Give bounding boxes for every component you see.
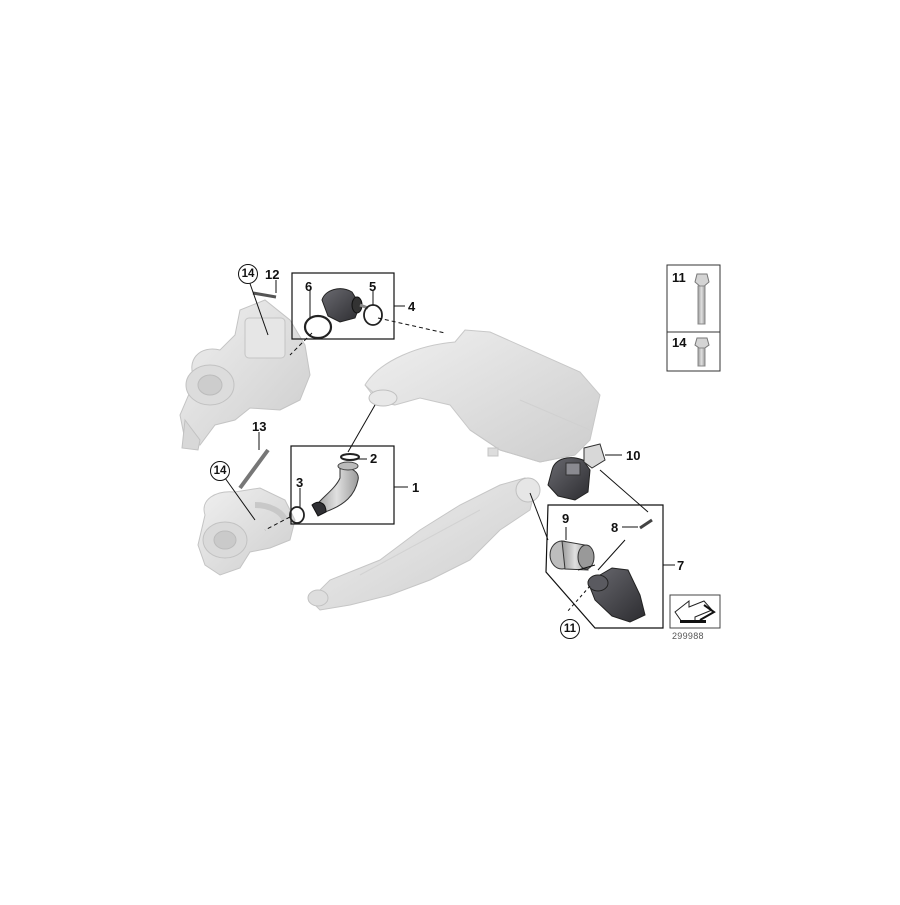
callout-11-circled: 11 — [560, 619, 580, 639]
group-box-1 — [290, 445, 395, 525]
callout-7: 7 — [677, 558, 685, 573]
callout-12: 12 — [265, 267, 280, 282]
legend-label-11: 11 — [672, 270, 686, 285]
rod-13 — [238, 448, 270, 490]
pin-8 — [639, 518, 653, 530]
callout-2: 2 — [370, 451, 378, 466]
callout-4: 4 — [408, 299, 416, 314]
callout-13: 13 — [252, 419, 267, 434]
charge-air-pipe — [587, 567, 646, 623]
callout-9: 9 — [562, 511, 570, 526]
callout-3: 3 — [296, 475, 304, 490]
o-ring-3 — [289, 506, 305, 524]
o-ring-5 — [363, 304, 383, 326]
callout-1: 1 — [412, 480, 420, 495]
intake-manifold — [307, 477, 541, 611]
turbocharger-lower — [197, 487, 296, 576]
throttle-actuator — [547, 457, 591, 501]
o-ring-6 — [303, 314, 333, 340]
gasket-2 — [340, 453, 360, 461]
legend-label-14: 14 — [672, 335, 687, 350]
flange-9 — [549, 540, 595, 571]
fastener-legend — [666, 264, 721, 372]
group-box-7 — [545, 504, 664, 629]
clamp-10 — [583, 443, 606, 469]
intercooler — [364, 329, 601, 463]
callout-8: 8 — [611, 520, 619, 535]
callout-6: 6 — [305, 279, 313, 294]
boot-elbow — [321, 288, 369, 323]
direction-arrow-icon — [669, 594, 721, 629]
callout-5: 5 — [369, 279, 377, 294]
bolt-11-icon — [694, 273, 710, 325]
callout-14-circled-left: 14 — [210, 461, 230, 481]
callout-14-circled-top: 14 — [238, 264, 258, 284]
turbocharger-upper — [179, 299, 311, 451]
rod-12 — [252, 291, 277, 299]
charge-air-hose — [311, 461, 359, 517]
callout-10: 10 — [626, 448, 641, 463]
reference-number: 299988 — [672, 631, 704, 641]
bolt-14-icon — [694, 337, 710, 367]
